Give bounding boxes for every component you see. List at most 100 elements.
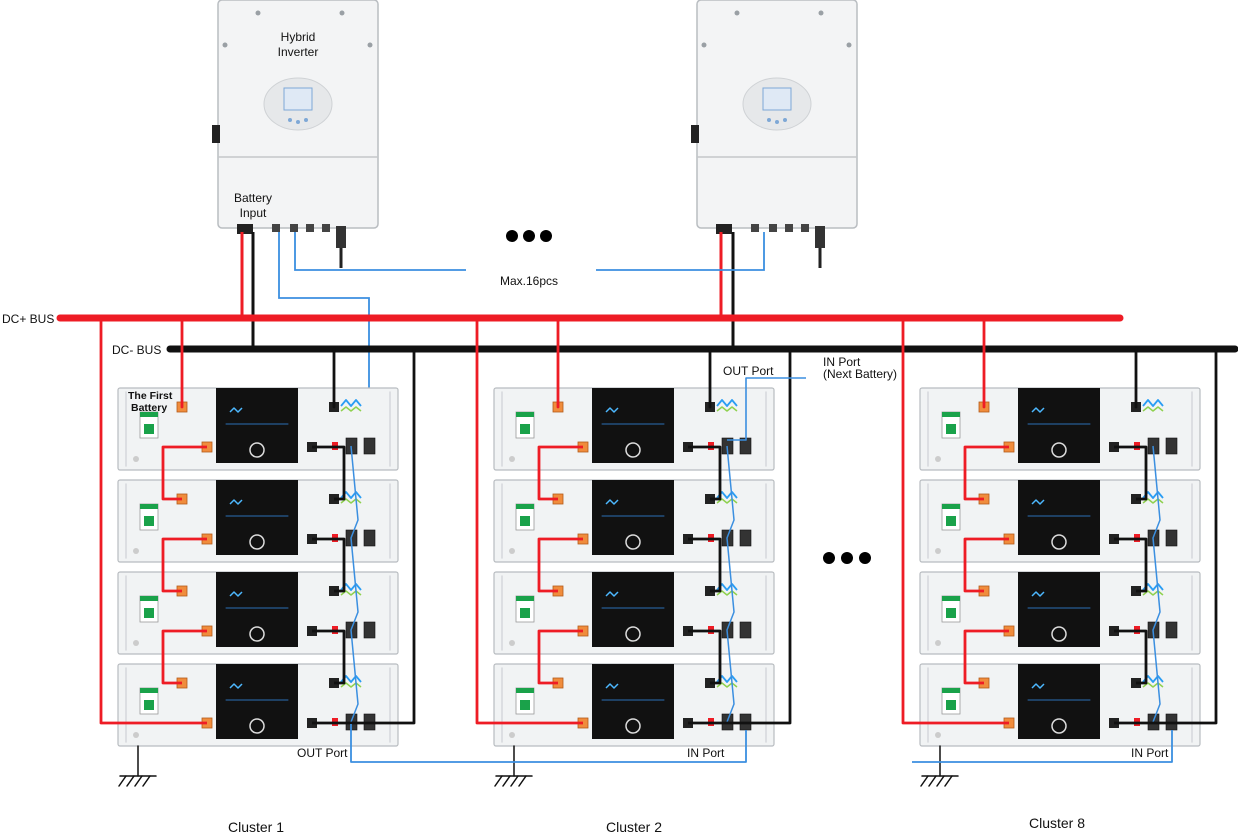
cluster-1-label: Cluster 1 [228,819,284,834]
wave-icon [1031,591,1045,597]
inverter-title-line2: Inverter [278,45,319,59]
wave-icon [229,683,243,689]
battery-display [592,572,674,647]
return-positive-loop [99,318,207,725]
in-port [739,621,752,639]
battery-module [919,387,1201,471]
battery-cluster-2 [475,316,792,787]
battery-module [117,479,399,563]
positive-series-link [161,537,207,593]
power-button-icon [1051,718,1067,734]
comm-link-to-cluster8 [912,730,1173,763]
battery-cluster-1 [99,316,416,787]
cluster-8-label: Cluster 8 [1029,815,1085,831]
battery-module [919,663,1201,747]
return-positive-loop [901,318,1009,725]
return-negative-loop [1114,349,1218,725]
positive-series-link [161,445,207,501]
return-positive-loop [475,318,583,725]
wave-icon [605,499,619,505]
comm-link-cluster1-to-cluster2 [350,724,747,763]
positive-series-link [963,537,1009,593]
battery-display [1018,664,1100,739]
brand-logo-icon [1142,399,1164,407]
power-button-icon [1051,442,1067,458]
battery-display [216,388,298,463]
out-port-label-cluster-2: OUT Port [723,364,774,378]
brand-logo-icon [716,399,738,407]
battery-display [216,664,298,739]
in-port-label-cluster-2: IN Port [687,746,725,760]
max-inverter-label: Max.16pcs [500,274,558,288]
in-port [1165,621,1178,639]
power-button-icon [249,626,265,642]
in-port [739,529,752,547]
inverter-switch [212,125,220,143]
brand-logo-icon [340,399,362,407]
power-button-icon [625,718,641,734]
battery-module [493,387,775,471]
comm-daisy-chain [350,445,359,723]
negative-series-link [688,445,722,501]
power-button-icon [625,442,641,458]
in-port-next-label-line2: (Next Battery) [823,367,897,381]
wave-icon [605,407,619,413]
wave-icon [229,499,243,505]
battery-display [1018,388,1100,463]
power-button-icon [625,534,641,550]
positive-series-link [161,629,207,685]
in-port [363,437,376,455]
inverter-switch [691,125,699,143]
comm-daisy-chain [1152,445,1161,723]
negative-series-link [312,629,346,685]
comm-daisy-chain [726,445,735,723]
negative-series-link [312,537,346,593]
wave-icon [605,591,619,597]
dc-minus-bus: DC- BUS [112,343,1238,357]
comm-link-cluster2-next [727,377,806,441]
dc-plus-bus: DC+ BUS [2,312,1124,326]
power-button-icon [249,534,265,550]
first-battery-label-line2: Battery [131,402,167,414]
dc-minus-bus-label: DC- BUS [112,343,161,357]
in-port-label-cluster-8: IN Port [1131,746,1169,760]
wave-icon [605,683,619,689]
negative-series-link [1114,629,1148,685]
negative-series-link [1114,445,1148,501]
wave-icon [1031,499,1045,505]
battery-clusters [99,316,1218,787]
power-button-icon [625,626,641,642]
wave-icon [1031,683,1045,689]
power-button-icon [249,442,265,458]
battery-display [1018,480,1100,555]
battery-module [117,663,399,747]
inverter-bus-wiring [240,232,765,440]
negative-series-link [688,629,722,685]
positive-series-link [537,537,583,593]
positive-series-link [537,629,583,685]
negative-series-link [312,445,346,501]
dc-plus-bus-label: DC+ BUS [2,312,54,326]
battery-module [493,479,775,563]
battery-display [216,572,298,647]
cluster-ellipsis [823,552,871,564]
battery-display [1018,572,1100,647]
battery-display [592,480,674,555]
inverter-title-line1: Hybrid [281,30,316,44]
return-negative-loop [688,349,792,725]
battery-input-label-line2: Input [240,206,267,220]
battery-display [592,664,674,739]
battery-module [493,663,775,747]
battery-module [919,479,1201,563]
power-button-icon [1051,626,1067,642]
negative-series-link [1114,537,1148,593]
inverter-2 [691,0,858,268]
positive-series-link [537,445,583,501]
wave-icon [229,407,243,413]
positive-series-link [963,629,1009,685]
power-button-icon [249,718,265,734]
out-port-label-cluster-1: OUT Port [297,746,348,760]
battery-display [592,388,674,463]
wave-icon [1031,407,1045,413]
